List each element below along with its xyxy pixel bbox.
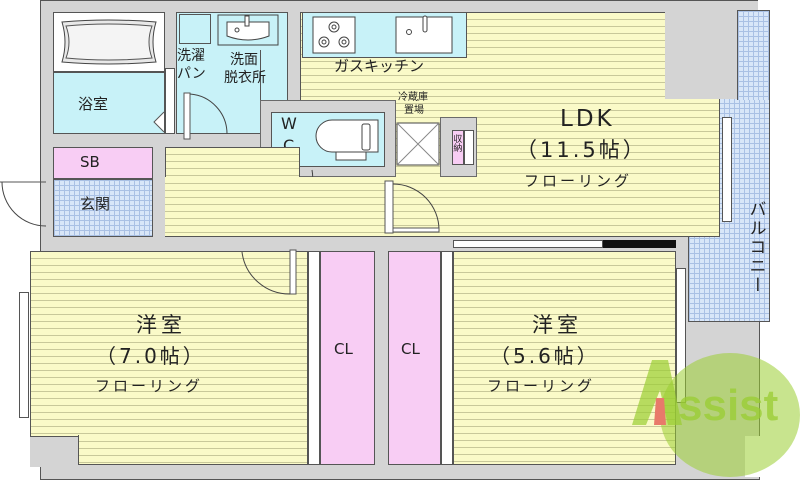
fridge-label-1: 冷蔵庫 — [398, 92, 428, 103]
entrance-door-icon[interactable] — [0, 180, 52, 230]
outside-area-right — [758, 0, 800, 12]
fridge-label-2: 置場 — [404, 105, 424, 116]
outside-left — [0, 0, 40, 180]
ldk-corner-wall — [665, 12, 737, 99]
entrance — [53, 179, 153, 237]
western-room-1 — [30, 251, 308, 437]
washroom-label-1: 洗面 — [230, 52, 258, 68]
outside-left-lower — [0, 232, 18, 477]
western-room-2 — [453, 251, 676, 465]
entrance-label: 玄関 — [80, 195, 111, 213]
gas-stove-icon — [312, 16, 356, 54]
western-room-1-lower — [78, 435, 308, 465]
washer-pan — [179, 14, 211, 44]
balcony-upper — [737, 10, 770, 100]
shoebox-label: SB — [80, 153, 100, 171]
ldk-door-swing-icon — [384, 180, 440, 234]
closet1-doors[interactable] — [308, 251, 320, 465]
kitchen-sink-icon — [395, 15, 453, 54]
washer-label-1: 洗濯 — [177, 48, 205, 64]
bath-door[interactable] — [165, 68, 175, 134]
closet-2 — [388, 251, 441, 465]
closet2-label: CL — [401, 340, 420, 358]
sink-icon — [217, 14, 279, 46]
storage — [452, 130, 464, 165]
svg-text:ssist: ssist — [678, 381, 779, 430]
western2-size: （5.6帖） — [490, 344, 600, 368]
western2-floor-type: フローリング — [487, 377, 596, 395]
bath-label: 浴室 — [78, 95, 109, 113]
balcony-label: バルコニー — [745, 200, 766, 295]
fridge-space-icon — [396, 122, 440, 166]
wc-label-1: W — [281, 114, 297, 133]
kitchen-label: ガスキッチン — [334, 57, 425, 75]
western1-door-swing-icon — [241, 249, 297, 295]
toilet-icon — [315, 119, 379, 161]
western1-floor-type: フローリング — [95, 377, 204, 395]
washroom-label-2: 脱衣所 — [224, 70, 266, 86]
ldk-name: LDK — [560, 106, 615, 132]
western1-size: （7.0帖） — [96, 344, 206, 368]
bathtub-icon — [61, 19, 157, 65]
western2-name: 洋室 — [532, 313, 582, 337]
western1-window[interactable] — [19, 292, 29, 418]
ldk-size: （11.5帖） — [516, 138, 647, 162]
storage-door — [464, 130, 474, 165]
bath-room — [53, 72, 165, 134]
washer-label-2: パン — [177, 66, 206, 82]
assist-watermark-logo: ssist — [632, 353, 800, 477]
closet1-label: CL — [334, 340, 353, 358]
shoebox — [53, 147, 153, 179]
ldk-window[interactable] — [722, 117, 732, 222]
western1-corner — [30, 437, 78, 467]
western1-name: 洋室 — [136, 313, 186, 337]
closet-1 — [320, 251, 375, 465]
bath-door-swing-icon — [153, 111, 165, 133]
western2-top-window — [453, 240, 603, 248]
western2-top-wall-dark — [603, 240, 676, 248]
wc-label-2: C — [283, 136, 295, 155]
storage-label: 収納 — [451, 134, 462, 152]
closet2-doors[interactable] — [441, 251, 453, 465]
ldk-floor-type: フローリング — [524, 172, 633, 190]
washroom-door-swing-icon — [183, 92, 228, 140]
hallway-lower — [165, 177, 720, 237]
